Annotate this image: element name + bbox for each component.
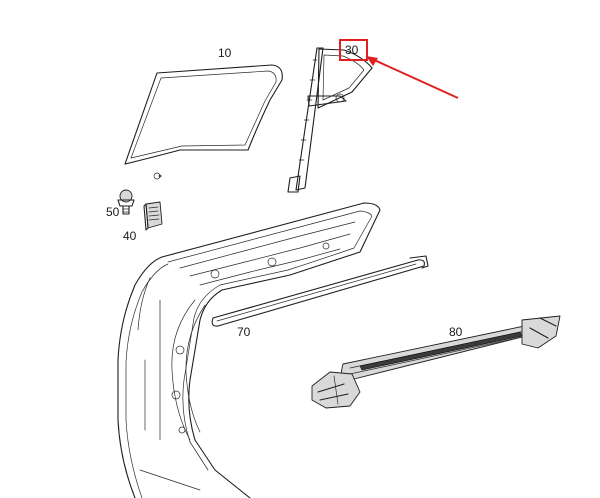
part-70-weatherstrip[interactable] [211, 255, 429, 327]
part-label-40: 40 [123, 229, 137, 243]
part-80-sill-rail[interactable] [311, 315, 561, 409]
part-label-10: 10 [218, 46, 232, 60]
highlight-arrow-shaft [371, 58, 459, 99]
part-50-bolt[interactable] [117, 189, 135, 215]
highlight-arrowhead [366, 56, 378, 66]
part-40-bracket[interactable] [143, 201, 163, 231]
part-label-80: 80 [449, 325, 463, 339]
highlight-box [339, 39, 368, 61]
part-label-30: 30 [345, 43, 359, 57]
part-30-quarter-glass[interactable] [287, 47, 373, 193]
part-label-50: 50 [106, 205, 120, 219]
part-label-70: 70 [237, 325, 251, 339]
door-inner-frame [117, 202, 381, 498]
highlight-callout [339, 39, 459, 99]
part-10-window-glass[interactable] [124, 64, 283, 180]
